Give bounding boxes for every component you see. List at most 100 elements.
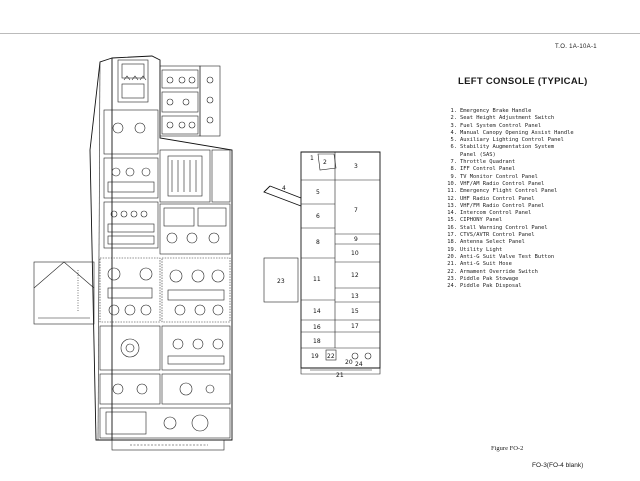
legend-item-label: Piddle Pak Stowage	[460, 275, 519, 282]
detailed-console-drawing	[89, 55, 233, 451]
key-diagram-labels: 4 2 1 3 5 6 7 8 9 10 11 12 13 14 15 16 1…	[277, 155, 363, 379]
legend-item: 23.Piddle Pak Stowage	[443, 276, 574, 283]
label-15: 15	[351, 308, 359, 315]
legend-item: 6.Stability Augmentation System	[443, 144, 574, 151]
legend-item-label: Throttle Quadrant	[460, 159, 516, 166]
label-7: 7	[354, 207, 358, 214]
legend-item-label: Manual Canopy Opening Assist Handle	[460, 129, 574, 136]
doc-number: T.O. 1A-10A-1	[555, 44, 597, 50]
legend-item-label: Anti-G Suit Hose	[460, 261, 512, 268]
label-16: 16	[313, 324, 321, 331]
legend-item: 10.VHF/AM Radio Control Panel	[443, 181, 574, 188]
legend-item: 11.Emergency Flight Control Panel	[443, 188, 574, 195]
legend-item: 17.CTVS/AVTR Control Panel	[443, 232, 574, 239]
legend-item: 8.IFF Control Panel	[443, 166, 574, 173]
label-13: 13	[351, 293, 359, 300]
page-label: FO-3(FO-4 blank)	[532, 462, 584, 469]
legend-item: 1.Emergency Brake Handle	[443, 108, 574, 115]
figure-label: Figure FO-2	[491, 445, 524, 452]
label-3: 3	[354, 163, 358, 170]
legend-item: 7.Throttle Quadrant	[443, 159, 574, 166]
label-5: 5	[316, 189, 320, 196]
legend-item-number: 1.	[450, 108, 458, 114]
legend-item-number: 15.	[447, 217, 457, 224]
legend-item-number: 22.	[447, 268, 457, 275]
legend-item-number: 23.	[447, 275, 457, 282]
legend-item: 14.Intercom Control Panel	[443, 210, 574, 217]
label-23: 23	[277, 278, 285, 285]
key-diagram	[263, 151, 381, 375]
legend-item: 13.VHF/FM Radio Control Panel	[443, 203, 574, 210]
label-19: 19	[311, 353, 319, 360]
legend-item-label: Panel (SAS)	[460, 151, 496, 158]
label-9: 9	[354, 236, 358, 243]
legend-item: 19.Utility Light	[443, 247, 574, 254]
legend-item-number: 19.	[447, 246, 457, 253]
legend-item-label: CTVS/AVTR Control Panel	[460, 232, 535, 239]
legend-item-label: TV Monitor Control Panel	[460, 173, 538, 180]
legend-item-label: Antenna Select Panel	[460, 239, 525, 246]
legend-item-label: Armament Override Switch	[460, 268, 538, 275]
label-12: 12	[351, 272, 359, 279]
label-17: 17	[351, 323, 359, 330]
label-21: 21	[336, 372, 344, 379]
legend-item-number: 10.	[447, 180, 457, 187]
legend-item-label: VHF/FM Radio Control Panel	[460, 202, 545, 209]
legend-item-number: 20.	[447, 253, 457, 260]
legend-item: 24.Piddle Pak Disposal	[443, 283, 574, 290]
label-2: 2	[323, 159, 327, 166]
legend-item-label: Seat Height Adjustment Switch	[460, 115, 555, 122]
legend-item: 5.Auxiliary Lighting Control Panel	[443, 137, 574, 144]
top-rule	[0, 33, 640, 34]
legend-item-number: 6.	[450, 144, 458, 151]
legend-item-number: 24.	[447, 283, 457, 290]
legend-item-label: Intercom Control Panel	[460, 210, 532, 217]
label-20: 20	[345, 359, 353, 366]
legend-item-label: Fuel System Control Panel	[460, 122, 542, 129]
legend-item-number: 13.	[447, 202, 457, 209]
legend-item-number: 16.	[447, 224, 457, 231]
legend-item-label: Utility Light	[460, 246, 503, 253]
legend-item: 16.Stall Warning Control Panel	[443, 225, 574, 232]
legend-item-number: 14.	[447, 210, 457, 217]
legend-item: 15.CIPHONY Panel	[443, 217, 574, 224]
piddle-pak-drawing	[33, 261, 95, 325]
legend-item-label: VHF/AM Radio Control Panel	[460, 180, 545, 187]
legend-item-number: 2.	[450, 115, 458, 122]
legend-item-number: 3.	[450, 122, 458, 129]
label-6: 6	[316, 213, 320, 220]
legend-item-label: Auxiliary Lighting Control Panel	[460, 137, 564, 144]
legend-item: 12.UHF Radio Control Panel	[443, 196, 574, 203]
legend-item-label: UHF Radio Control Panel	[460, 195, 535, 202]
legend-item-number: 5.	[450, 137, 458, 144]
legend-item: 22.Armament Override Switch	[443, 269, 574, 276]
legend-item: 3.Fuel System Control Panel	[443, 123, 574, 130]
legend-item: Panel (SAS)	[443, 152, 574, 159]
legend-item: 18.Antenna Select Panel	[443, 239, 574, 246]
legend-item-label: Emergency Flight Control Panel	[460, 188, 558, 195]
legend-item-number: 21.	[447, 261, 457, 268]
legend-item-number: 8.	[450, 166, 458, 173]
legend-item: 21.Anti-G Suit Hose	[443, 261, 574, 268]
legend-item-number: 12.	[447, 195, 457, 202]
label-10: 10	[351, 250, 359, 257]
legend-item: 2.Seat Height Adjustment Switch	[443, 115, 574, 122]
legend-item-number: 11.	[447, 188, 457, 195]
legend-item-number: 18.	[447, 239, 457, 246]
legend-item-label: Stability Augmentation System	[460, 144, 555, 151]
page-title: LEFT CONSOLE (TYPICAL)	[458, 76, 588, 87]
label-11: 11	[313, 276, 321, 283]
legend-item-number: 9.	[450, 173, 458, 180]
legend-item-label: Anti-G Suit Valve Test Button	[460, 253, 555, 260]
legend-item: 9.TV Monitor Control Panel	[443, 174, 574, 181]
legend-item: 4.Manual Canopy Opening Assist Handle	[443, 130, 574, 137]
label-1: 1	[310, 155, 314, 162]
label-4: 4	[282, 185, 286, 192]
legend-item-label: Emergency Brake Handle	[460, 108, 532, 114]
legend-item: 20.Anti-G Suit Valve Test Button	[443, 254, 574, 261]
legend-item-number: 7.	[450, 159, 458, 166]
label-8: 8	[316, 239, 320, 246]
legend-item-label: Piddle Pak Disposal	[460, 283, 522, 290]
